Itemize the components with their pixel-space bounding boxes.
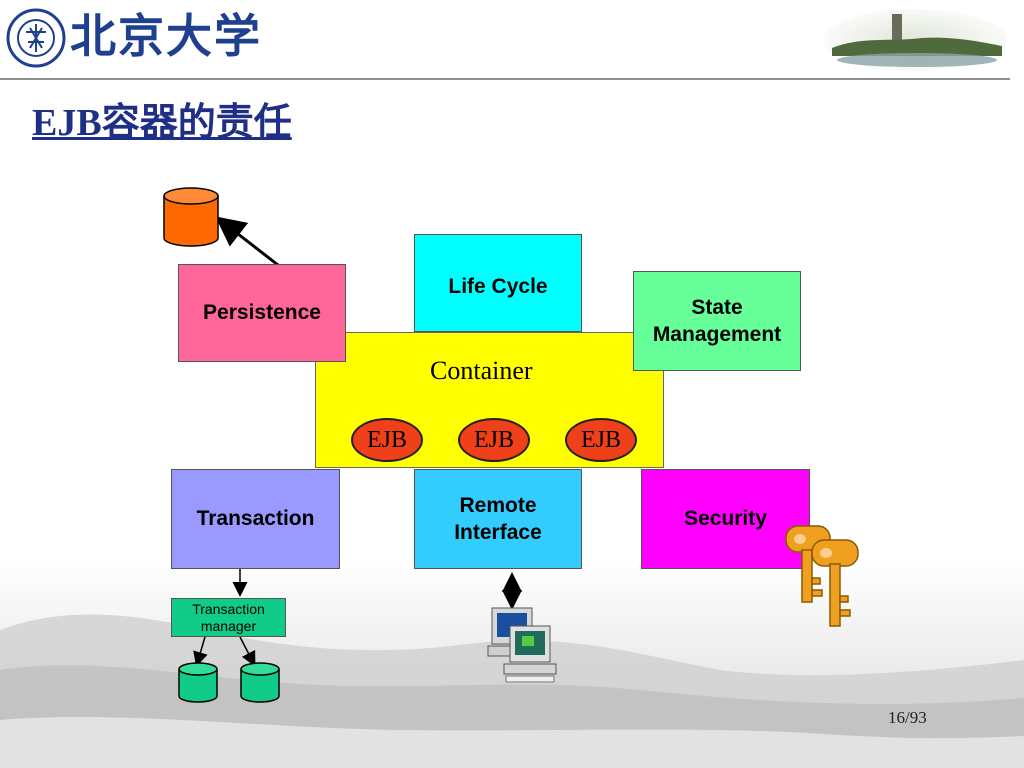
remote-interface-box: Remote Interface — [414, 469, 582, 569]
ejb-oval-1: EJB — [351, 418, 423, 462]
container-label: Container — [430, 356, 533, 385]
ejb-oval-3: EJB — [565, 418, 637, 462]
page-number: 16/93 — [888, 708, 927, 727]
ejb-oval-2: EJB — [458, 418, 530, 462]
slide-title: EJB容器的责任 — [32, 102, 292, 144]
client-computer-icon — [487, 607, 557, 683]
university-name: 北京大学 — [70, 9, 262, 63]
security-keys-icon — [785, 525, 859, 627]
transaction-manager-box: Transaction manager — [171, 598, 286, 637]
university-seal-icon — [6, 8, 66, 68]
persistence-box: Persistence — [178, 264, 346, 362]
transaction-box: Transaction — [171, 469, 340, 569]
header-bar: 北京大学 — [0, 0, 1024, 86]
campus-tower-image — [823, 9, 1007, 71]
database-icon — [240, 662, 280, 703]
header-divider — [0, 78, 1010, 80]
life-cycle-box: Life Cycle — [414, 234, 582, 332]
security-box: Security — [641, 469, 810, 569]
database-icon — [178, 662, 218, 703]
state-management-box: State Management — [633, 271, 801, 371]
database-icon — [163, 187, 219, 247]
